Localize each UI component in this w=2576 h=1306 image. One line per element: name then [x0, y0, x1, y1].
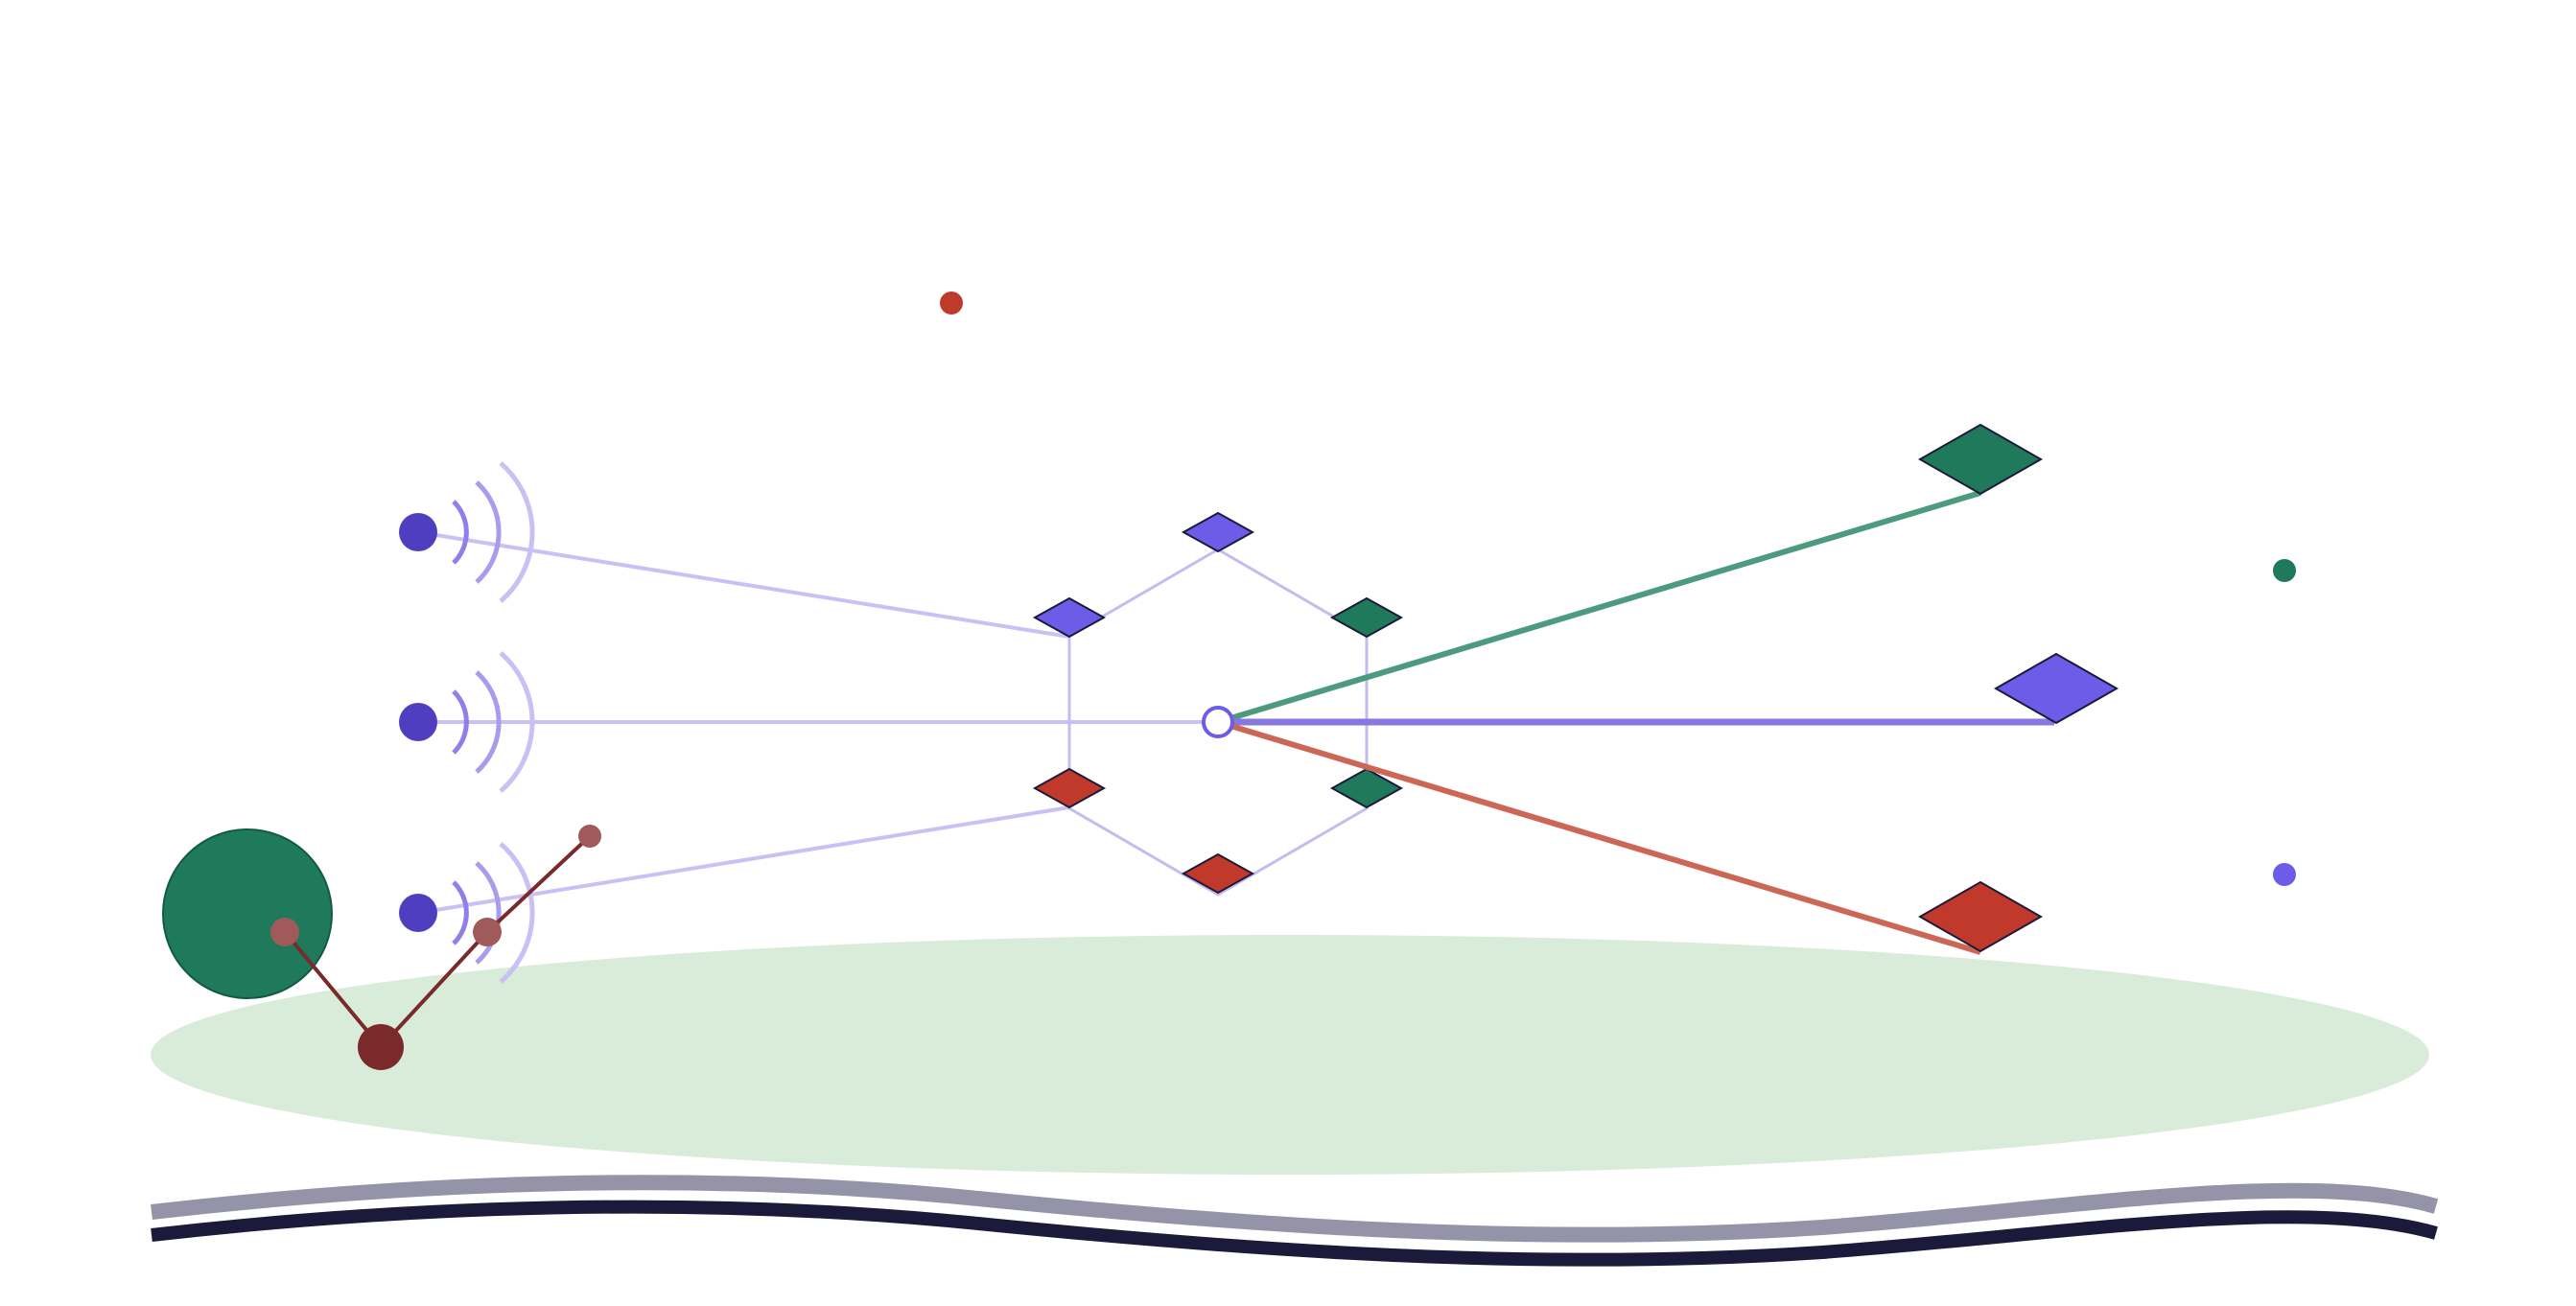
linkage-joint-left [270, 918, 299, 946]
maroon-linkage [270, 825, 601, 1070]
dot-marker-violet [2273, 863, 2296, 886]
diamond-node-red-left-lower [1032, 767, 1107, 809]
output-rays [1217, 490, 2054, 955]
large-green-circle [162, 828, 333, 999]
diamond-node-green-right-upper [1329, 596, 1404, 639]
hexagon-nodes [1032, 511, 1404, 895]
diamond-node-red-bottom [1181, 852, 1255, 895]
diamond-node-violet-left [1032, 596, 1107, 639]
source-links [417, 530, 1218, 915]
link-source-top [417, 530, 1070, 639]
signal-source-icon [399, 894, 437, 932]
signal-source-top [399, 461, 535, 603]
wave-band-light [151, 1175, 2439, 1243]
linkage-joint-right [473, 918, 502, 946]
linkage-arm-upper [485, 834, 592, 934]
signal-source-icon [399, 513, 437, 551]
diamond-node-violet-output [1993, 652, 2119, 725]
dot-marker-green [2273, 559, 2296, 582]
ray-green [1217, 490, 1981, 725]
ground-ellipse [151, 935, 2429, 1175]
diamond-node-violet-top [1181, 511, 1255, 553]
signal-source-middle [399, 651, 535, 793]
diamond-node-red-output [1917, 880, 2044, 953]
linkage-arm-right [379, 930, 489, 1049]
wave-band-dark [151, 1200, 2438, 1267]
diamond-node-green-right-lower [1329, 767, 1404, 809]
diamond-node-green-output [1917, 423, 2044, 496]
signal-source-bottom [399, 842, 535, 984]
dot-marker-red [940, 292, 963, 315]
signal-source-icon [399, 703, 437, 741]
linkage-joint-tip [578, 825, 601, 848]
wave-bands [151, 1175, 2439, 1267]
output-nodes [1917, 423, 2119, 953]
linkage-pivot [358, 1024, 404, 1070]
ray-red [1217, 719, 1981, 955]
linkage-arm-left [283, 930, 383, 1049]
hub-ring-icon [1202, 706, 1234, 738]
